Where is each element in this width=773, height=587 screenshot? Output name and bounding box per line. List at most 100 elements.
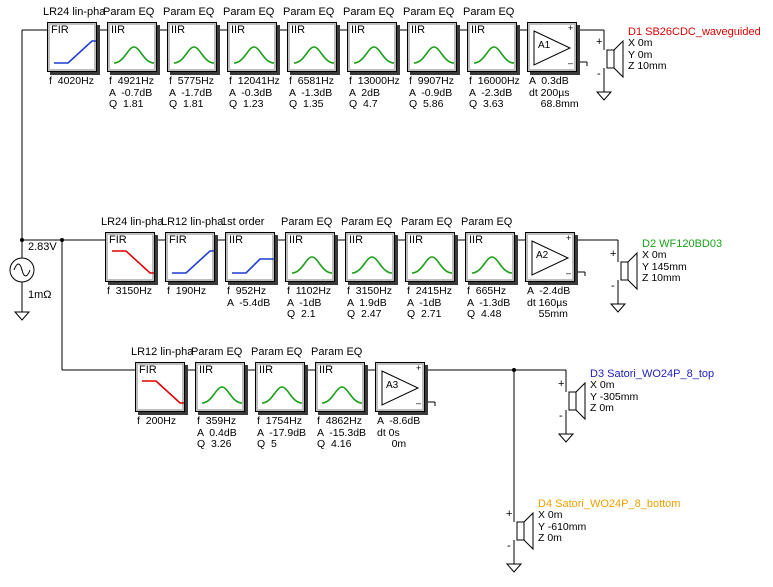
amp-params: A -8.6dB dt 0s 0m xyxy=(377,415,421,450)
fir-filter-block[interactable]: FIR xyxy=(105,232,155,282)
block-type-label: FIR xyxy=(109,234,127,246)
iir-filter-block[interactable]: IIR xyxy=(255,362,305,412)
amp-params: A -2.4dB dt 160µs 55mm xyxy=(527,285,571,320)
block-title: Param EQ xyxy=(311,346,363,358)
iir-filter-block[interactable]: IIR xyxy=(405,232,455,282)
iir-filter-block[interactable]: IIR xyxy=(285,232,335,282)
block-params: f 2415Hz A -1dB Q 2.71 xyxy=(407,285,452,320)
block-title: Param EQ xyxy=(401,216,453,228)
block-type-label: IIR xyxy=(469,234,484,246)
peak-icon xyxy=(473,46,515,64)
iir-filter-block[interactable]: IIR xyxy=(225,232,275,282)
block-type-label: IIR xyxy=(409,234,424,246)
peak-icon xyxy=(413,46,455,64)
block-title: Param EQ xyxy=(103,6,155,18)
iir-filter-block[interactable]: IIR xyxy=(287,22,337,72)
block-title: Param EQ xyxy=(191,346,243,358)
block-title: Param EQ xyxy=(461,216,513,228)
block-type-label: IIR xyxy=(289,234,304,246)
peak-icon xyxy=(113,46,155,64)
minus-sign: – xyxy=(566,268,572,278)
block-type-label: IIR xyxy=(231,24,246,36)
iir-filter-block[interactable]: IIR xyxy=(407,22,457,72)
fir-filter-block[interactable]: FIR xyxy=(47,22,97,72)
block-title: Param EQ xyxy=(163,6,215,18)
shelf-icon xyxy=(232,258,274,274)
fir-filter-block[interactable]: FIR xyxy=(165,232,215,282)
peak-icon xyxy=(173,46,215,64)
block-params: f 6581Hz A -1.3dB Q 1.35 xyxy=(289,75,334,110)
source-voltage: 2.83V xyxy=(28,241,57,253)
block-params: f 16000Hz A -2.3dB Q 3.63 xyxy=(469,75,520,110)
driver-position: X 0m Y -610mm Z 0m xyxy=(538,509,587,544)
minus-terminal: - xyxy=(597,68,601,80)
block-title: Param EQ xyxy=(223,6,275,18)
lowpass-icon xyxy=(142,380,184,404)
iir-filter-block[interactable]: IIR xyxy=(315,362,365,412)
minus-terminal: - xyxy=(507,540,511,552)
minus-terminal: - xyxy=(559,410,563,422)
amp-params: A 0.3dB dt 200µs 68.8mm xyxy=(529,75,579,110)
amplifier-icon xyxy=(381,370,420,406)
peak-icon xyxy=(233,46,275,64)
highpass-icon xyxy=(54,40,96,64)
peak-icon xyxy=(261,386,303,404)
plus-terminal: + xyxy=(610,248,617,260)
block-type-label: IIR xyxy=(291,24,306,36)
block-params: f 359Hz A 0.4dB Q 3.26 xyxy=(197,415,237,450)
peak-icon xyxy=(411,256,453,274)
amp-label: A3 xyxy=(386,380,399,391)
iir-filter-block[interactable]: IIR xyxy=(227,22,277,72)
driver-name: D4 Satori_WO24P_8_bottom xyxy=(538,498,681,510)
driver-name: D3 Satori_WO24P_8_top xyxy=(590,368,715,380)
block-params: f 12041Hz A -0.3dB Q 1.23 xyxy=(229,75,280,110)
fir-filter-block[interactable]: FIR xyxy=(135,362,185,412)
iir-filter-block[interactable]: IIR xyxy=(345,232,395,282)
block-type-label: IIR xyxy=(229,234,244,246)
block-face xyxy=(168,235,212,279)
block-type-label: FIR xyxy=(169,234,187,246)
block-type-label: IIR xyxy=(171,24,186,36)
amplifier-block[interactable]: A3 + – xyxy=(375,362,425,412)
block-title: Param EQ xyxy=(341,216,393,228)
amplifier-block[interactable]: A1+– xyxy=(527,22,577,72)
iir-filter-block[interactable]: IIR xyxy=(107,22,157,72)
block-title: LR12 lin-pha xyxy=(131,346,194,358)
amplifier-block[interactable]: A2 + – xyxy=(525,232,575,282)
lowpass-icon xyxy=(112,250,154,274)
iir-filter-block[interactable]: IIR xyxy=(167,22,217,72)
block-face xyxy=(108,235,152,279)
block-type-label: IIR xyxy=(111,24,126,36)
block-type-label: IIR xyxy=(471,24,486,36)
block-params: f 3150Hz A 1.9dB Q 2.47 xyxy=(347,285,392,320)
peak-icon xyxy=(353,46,395,64)
amp-label: A2 xyxy=(536,250,549,261)
block-params: f 5775Hz A -1.7dB Q 1.81 xyxy=(169,75,214,110)
amplifier-icon xyxy=(533,30,572,66)
block-type-label: IIR xyxy=(411,24,426,36)
plus-sign: + xyxy=(416,363,422,373)
peak-icon xyxy=(321,386,363,404)
driver-name: D2 WF120BD03 xyxy=(642,238,723,250)
block-params: f 190Hz xyxy=(167,285,207,297)
block-title: Param EQ xyxy=(343,6,395,18)
block-type-label: IIR xyxy=(259,364,274,376)
peak-icon xyxy=(293,46,335,64)
plus-sign: + xyxy=(566,233,572,243)
iir-filter-block[interactable]: IIR xyxy=(465,232,515,282)
block-params: f 13000Hz A 2dB Q 4.7 xyxy=(349,75,400,110)
minus-sign: – xyxy=(568,58,574,68)
block-title: LR12 lin-pha xyxy=(161,216,224,228)
minus-sign: – xyxy=(416,398,422,408)
block-face xyxy=(228,235,272,279)
iir-filter-block[interactable]: IIR xyxy=(347,22,397,72)
plus-terminal: + xyxy=(506,508,513,520)
block-params: f 4020Hz xyxy=(49,75,94,87)
amplifier-icon xyxy=(531,240,570,276)
iir-filter-block[interactable]: IIR xyxy=(467,22,517,72)
peak-icon xyxy=(291,256,333,274)
peak-icon xyxy=(351,256,393,274)
iir-filter-block[interactable]: IIR xyxy=(195,362,245,412)
